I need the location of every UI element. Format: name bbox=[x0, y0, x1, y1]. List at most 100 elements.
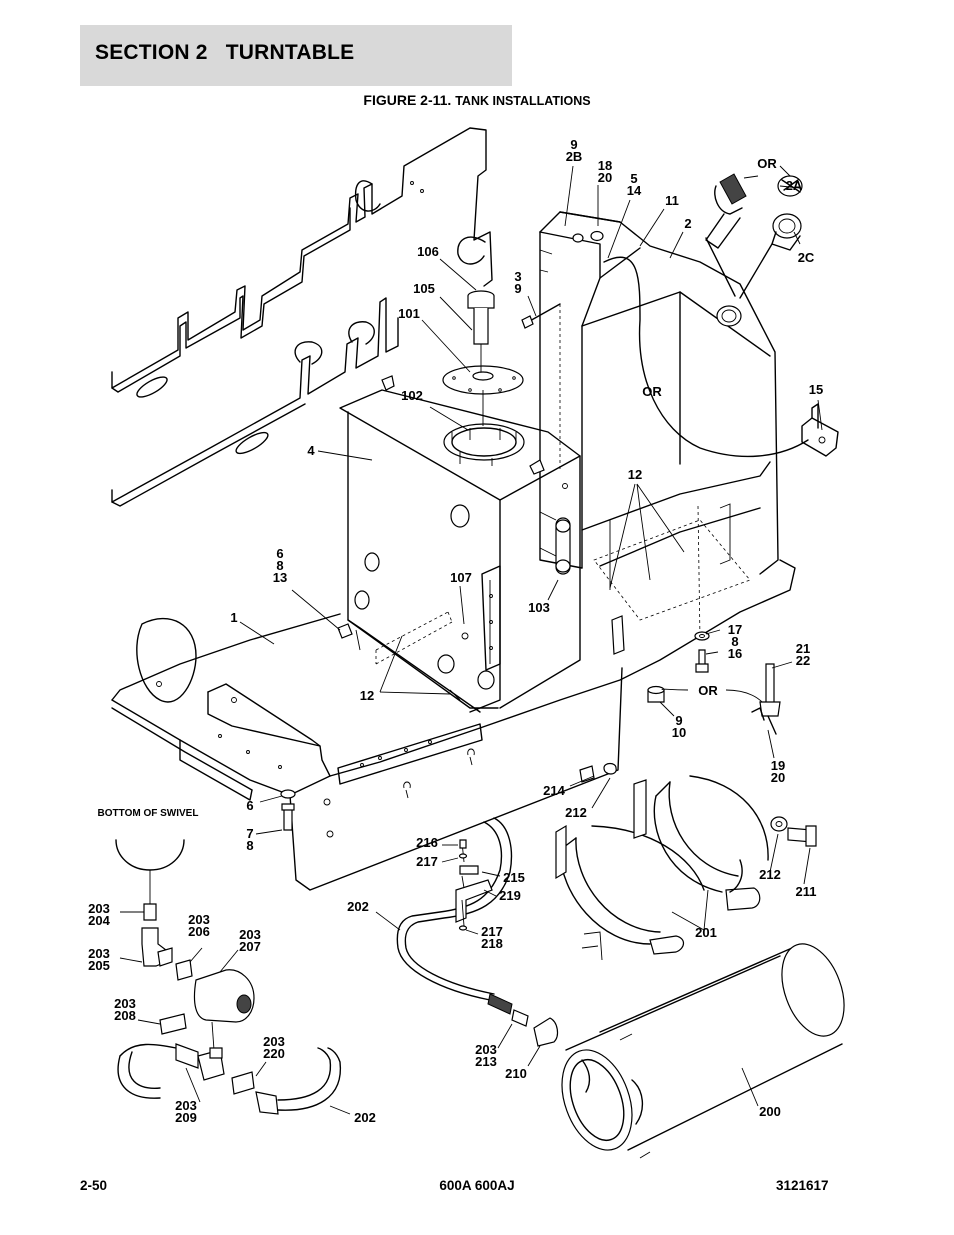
mounting-band-201-front bbox=[555, 824, 705, 961]
turntable-deck-plate bbox=[111, 559, 796, 891]
callout-line: 203 bbox=[239, 927, 261, 942]
callout-line: 211 bbox=[796, 884, 817, 899]
callout-2c: 2C bbox=[798, 250, 815, 265]
callout-line: 212 bbox=[565, 805, 587, 820]
section-number: SECTION 2 bbox=[95, 41, 208, 64]
callout-line: 6 bbox=[246, 798, 253, 813]
callout-line: 3 bbox=[514, 269, 521, 284]
vent-line bbox=[603, 256, 809, 458]
callout-line: 201 bbox=[695, 925, 717, 940]
callout-219: 219 bbox=[499, 888, 521, 903]
callout-line: 214 bbox=[543, 783, 565, 798]
callout-line: 2B bbox=[566, 149, 583, 164]
callout-line: 219 bbox=[499, 888, 521, 903]
callout-or-top: OR bbox=[757, 156, 777, 171]
callout-line: 19 bbox=[771, 758, 785, 773]
callout-line: OR bbox=[757, 156, 777, 171]
clamp-bracket-215-219 bbox=[455, 839, 493, 931]
callout-line: 105 bbox=[413, 281, 435, 296]
figure-title: FIGURE 2-11. TANK INSTALLATIONS bbox=[0, 92, 954, 108]
callout-line: 102 bbox=[401, 388, 423, 403]
callout-line: 101 bbox=[398, 306, 420, 321]
callout-6: 6 bbox=[246, 798, 253, 813]
callout-11: 11 bbox=[665, 193, 679, 208]
callout-line: 20 bbox=[598, 170, 612, 185]
callout-line: 9 bbox=[514, 281, 521, 296]
callout-line: 218 bbox=[481, 936, 503, 951]
tank-200 bbox=[561, 943, 845, 1159]
callout-line: 220 bbox=[263, 1046, 285, 1061]
callout-line: 212 bbox=[759, 867, 781, 882]
callout-12-bottom: 12 bbox=[360, 688, 374, 703]
callout-line: 207 bbox=[239, 939, 261, 954]
callout-line: 20 bbox=[771, 770, 785, 785]
callout-line: 106 bbox=[417, 244, 439, 259]
washer-17 bbox=[694, 631, 710, 641]
callout-line: 206 bbox=[188, 924, 210, 939]
section-header-band bbox=[80, 25, 512, 86]
callout-line: 217 bbox=[416, 854, 438, 869]
callout-210: 210 bbox=[505, 1066, 527, 1081]
callout-107: 107 bbox=[450, 570, 472, 585]
callout-212-left: 212 bbox=[565, 805, 587, 820]
callout-15: 15 bbox=[809, 382, 823, 397]
callout-line: 21 bbox=[796, 641, 810, 656]
callout-1: 1 bbox=[230, 610, 237, 625]
callout-line: 8 bbox=[731, 634, 738, 649]
callout-200: 200 bbox=[759, 1104, 781, 1119]
fuel-tank bbox=[539, 211, 779, 641]
callout-line: 203 bbox=[88, 946, 110, 961]
sight-gauge-103 bbox=[539, 511, 571, 575]
bolt-16 bbox=[695, 649, 709, 673]
callout-line: 9 bbox=[570, 137, 577, 152]
fuel-cap-vented-2a bbox=[705, 173, 803, 249]
tank-bracket-15 bbox=[801, 403, 839, 457]
callout-line: 8 bbox=[246, 838, 253, 853]
swivel-fittings bbox=[141, 903, 255, 1051]
callout-line: 205 bbox=[88, 958, 110, 973]
callout-line: 213 bbox=[475, 1054, 497, 1069]
callout-line: 107 bbox=[450, 570, 472, 585]
callout-line: 215 bbox=[503, 870, 525, 885]
hose-202 bbox=[396, 817, 559, 1047]
drain-plug-9-10 bbox=[647, 685, 665, 703]
section-name: TURNTABLE bbox=[225, 41, 355, 64]
callout-line: 13 bbox=[273, 570, 287, 585]
callout-line: 2 bbox=[684, 216, 691, 231]
tank-straps-12 bbox=[355, 507, 651, 701]
callout-216: 216 bbox=[416, 835, 438, 850]
turntable-side-plate-upper bbox=[111, 127, 493, 455]
mounting-band-201-rear bbox=[633, 775, 769, 911]
figure-caption: TANK INSTALLATIONS bbox=[455, 94, 591, 108]
callout-line: 17 bbox=[728, 622, 742, 637]
callout-217-top: 217 bbox=[416, 854, 438, 869]
callout-line: 11 bbox=[665, 193, 679, 208]
callout-101: 101 bbox=[398, 306, 420, 321]
callout-line: 16 bbox=[728, 646, 742, 661]
callout-line: 7 bbox=[246, 826, 253, 841]
callout-line: 1 bbox=[230, 610, 237, 625]
footer-doc-number: 3121617 bbox=[776, 1178, 829, 1193]
callout-102: 102 bbox=[401, 388, 423, 403]
bolt-3 bbox=[521, 303, 561, 470]
callout-line: 203 bbox=[114, 996, 136, 1011]
bracket-107 bbox=[481, 565, 501, 671]
callout-line: 9 bbox=[675, 713, 682, 728]
callout-line: 6 bbox=[276, 546, 283, 561]
callout-line: 217 bbox=[481, 924, 503, 939]
callout-2: 2 bbox=[684, 216, 691, 231]
swivel-tee-and-hose bbox=[117, 1043, 342, 1115]
callout-211: 211 bbox=[796, 884, 817, 899]
hydraulic-tank bbox=[339, 375, 581, 713]
callout-106: 106 bbox=[417, 244, 439, 259]
callout-line: 203 bbox=[263, 1034, 285, 1049]
callout-line: 4 bbox=[307, 443, 315, 458]
